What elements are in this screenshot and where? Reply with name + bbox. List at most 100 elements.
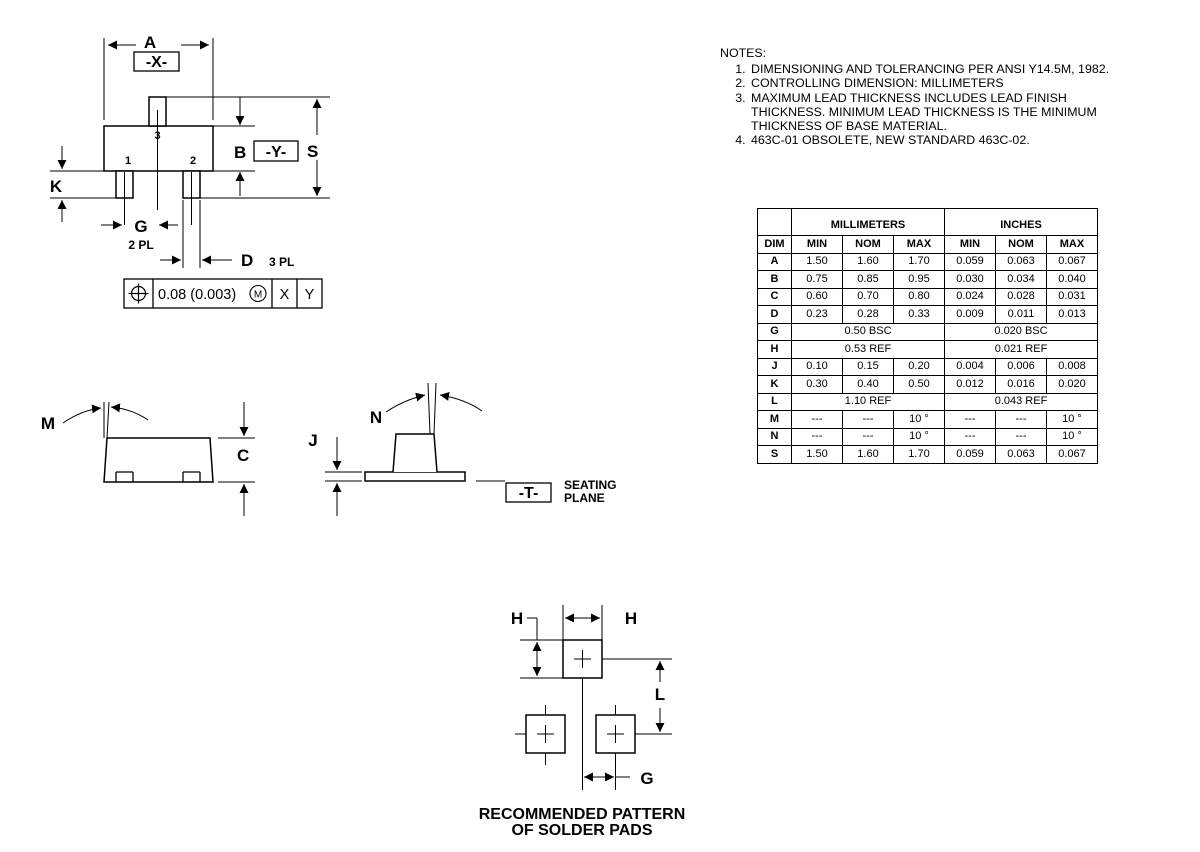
feature-control-frame: [123, 278, 323, 309]
in-min-cell: 0.012: [944, 375, 996, 394]
dim-cell: B: [757, 270, 792, 289]
in-max-cell: 10 °: [1046, 410, 1098, 429]
mm-span-cell: 0.50 BSC: [791, 322, 945, 341]
in-span-cell: 0.021 REF: [944, 340, 1098, 359]
label-s: S: [307, 142, 318, 161]
mm-nom-cell: 1.60: [842, 445, 894, 464]
mm-min-cell: 0.10: [791, 357, 843, 376]
label-h-horizontal: H: [625, 609, 637, 628]
in-min-cell: 0.059: [944, 445, 996, 464]
datum-y-frame: [253, 140, 299, 162]
header-millimeters: MILLIMETERS: [791, 208, 945, 236]
mm-min-cell: ---: [791, 427, 843, 446]
in-nom-cell: 0.011: [995, 305, 1047, 324]
mm-min-cell: 0.23: [791, 305, 843, 324]
in-min-cell: 0.059: [944, 252, 996, 271]
mm-min-cell: 0.75: [791, 270, 843, 289]
mm-nom-cell: 0.15: [842, 357, 894, 376]
label-n: N: [370, 408, 382, 427]
position-symbol-icon: [128, 283, 149, 304]
in-nom-cell: 0.063: [995, 252, 1047, 271]
header-dim: DIM: [757, 235, 792, 254]
mm-nom-cell: ---: [842, 410, 894, 429]
mm-nom-cell: 1.60: [842, 252, 894, 271]
label-datum-y: -Y-: [266, 144, 286, 161]
mm-min-cell: 1.50: [791, 252, 843, 271]
side-view-labels: M C: [41, 414, 249, 465]
pin-2-label: 2: [190, 155, 196, 167]
label-h-vertical: H: [511, 609, 523, 628]
dim-cell: K: [757, 375, 792, 394]
label-d: D: [241, 251, 253, 270]
in-min-cell: ---: [944, 410, 996, 429]
dim-cell: M: [757, 410, 792, 429]
in-max-cell: 0.008: [1046, 357, 1098, 376]
header-mm-max: MAX: [893, 235, 945, 254]
header-mm-min: MIN: [791, 235, 843, 254]
solder-pad-pattern: [515, 605, 672, 790]
in-max-cell: 0.020: [1046, 375, 1098, 394]
mm-max-cell: 0.50: [893, 375, 945, 394]
end-body: [392, 433, 438, 473]
in-nom-cell: 0.006: [995, 357, 1047, 376]
in-nom-cell: 0.016: [995, 375, 1047, 394]
mm-nom-cell: 0.85: [842, 270, 894, 289]
label-g-pattern: G: [640, 769, 653, 788]
top-view: [50, 38, 330, 309]
in-max-cell: 0.031: [1046, 287, 1098, 306]
header-in-nom: NOM: [995, 235, 1047, 254]
note-4: 463C-01 OBSOLETE, NEW STANDARD 463C-02.: [749, 133, 1140, 147]
mm-nom-cell: ---: [842, 427, 894, 446]
dim-cell: C: [757, 287, 792, 306]
tolerance-value: 0.08 (0.003): [158, 287, 236, 303]
mm-max-cell: 1.70: [893, 445, 945, 464]
end-view: [325, 382, 552, 516]
pin-1-label: 1: [125, 155, 131, 167]
label-g: G: [134, 217, 147, 236]
label-c: C: [237, 446, 249, 465]
in-span-cell: 0.043 REF: [944, 392, 1098, 411]
mm-max-cell: 0.20: [893, 357, 945, 376]
in-min-cell: 0.004: [944, 357, 996, 376]
label-a: A: [144, 33, 156, 52]
in-min-cell: 0.024: [944, 287, 996, 306]
table-row: N------10 °------10 °: [757, 427, 1098, 446]
datum-ref-x: X: [280, 287, 290, 303]
mmc-modifier-icon: [249, 284, 267, 303]
label-datum-t: -T-: [519, 485, 539, 502]
mm-max-cell: 0.33: [893, 305, 945, 324]
header-mm-nom: NOM: [842, 235, 894, 254]
in-min-cell: ---: [944, 427, 996, 446]
mm-nom-cell: 0.40: [842, 375, 894, 394]
side-view: [62, 401, 255, 516]
mm-min-cell: ---: [791, 410, 843, 429]
seating-plane-line2: PLANE: [564, 491, 605, 505]
end-lead: [364, 471, 466, 482]
label-2pl: 2 PL: [128, 238, 153, 252]
in-max-cell: 0.067: [1046, 445, 1098, 464]
side-body: [103, 437, 214, 483]
mmc-letter: M: [254, 290, 262, 301]
in-nom-cell: 0.063: [995, 445, 1047, 464]
in-min-cell: 0.009: [944, 305, 996, 324]
in-max-cell: 0.040: [1046, 270, 1098, 289]
mm-nom-cell: 0.28: [842, 305, 894, 324]
in-nom-cell: ---: [995, 410, 1047, 429]
end-view-labels: N J -T- SEATING PLANE: [308, 408, 616, 505]
label-l: L: [655, 685, 665, 704]
in-nom-cell: 0.028: [995, 287, 1047, 306]
notes-list: DIMENSIONING AND TOLERANCING PER ANSI Y1…: [720, 62, 1140, 147]
datum-x-frame: [133, 51, 180, 72]
mm-min-cell: 1.50: [791, 445, 843, 464]
header-inches: INCHES: [944, 208, 1098, 236]
